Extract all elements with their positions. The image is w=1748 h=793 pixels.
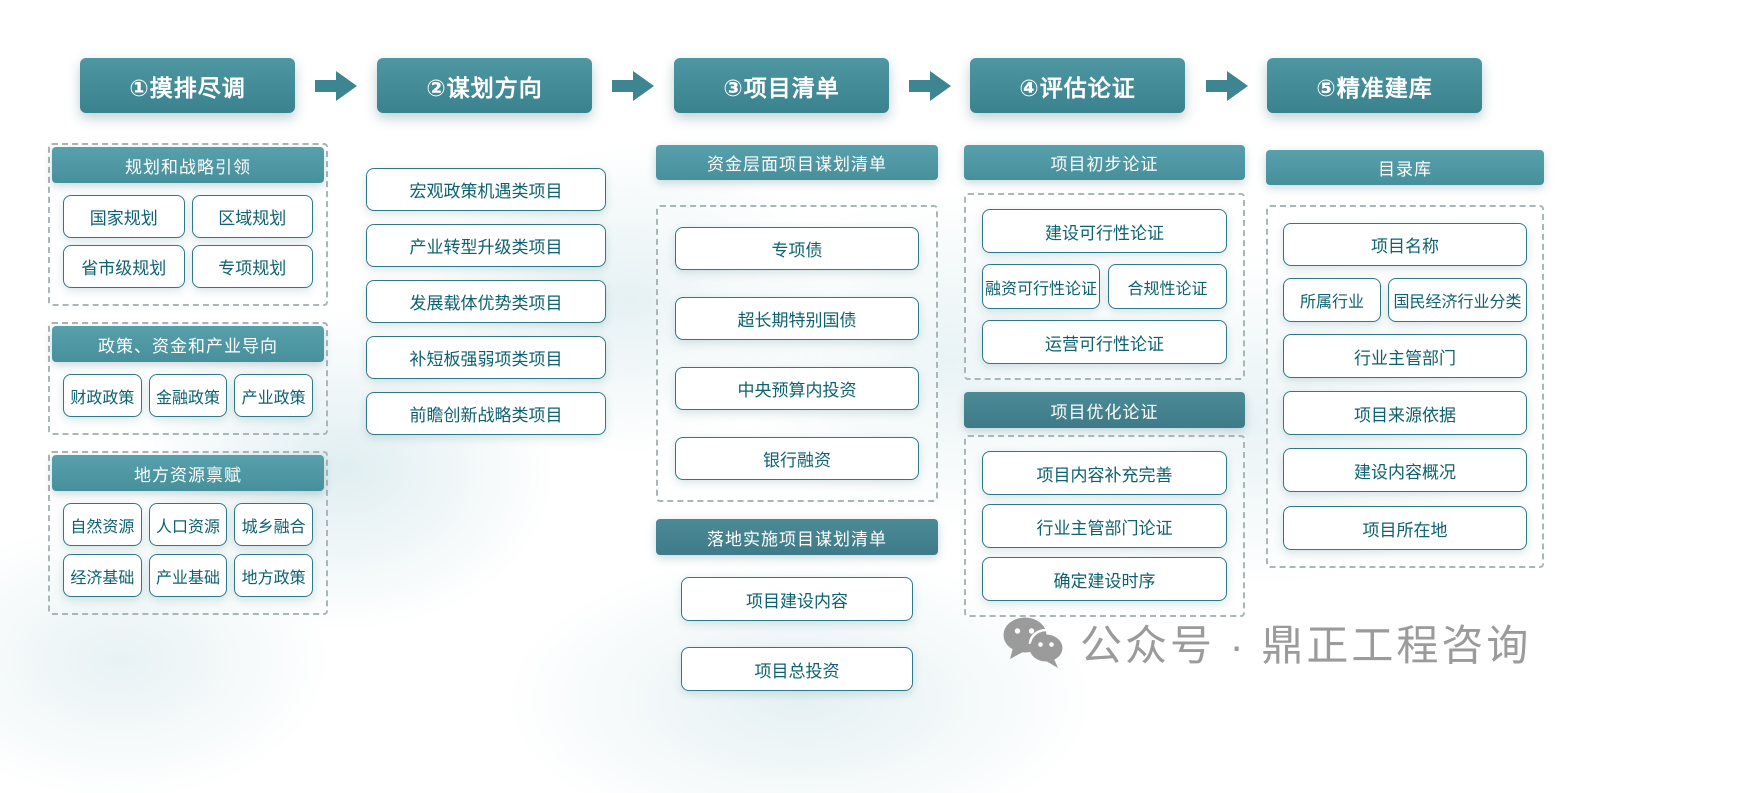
item-box: 前瞻创新战略类项目 (366, 392, 606, 435)
arrow-right-icon (612, 71, 654, 101)
item-box: 经济基础 (63, 554, 142, 597)
step-2-button: ②谋划方向 (377, 58, 592, 113)
group-header-funding-list: 资金层面项目谋划清单 (656, 145, 938, 180)
item-box: 中央预算内投资 (675, 367, 919, 410)
group-header: 政策、资金和产业导向 (52, 326, 324, 362)
group-header-implementation-list: 落地实施项目谋划清单 (656, 519, 938, 555)
column-project-list: 资金层面项目谋划清单 专项债 超长期特别国债 中央预算内投资 银行融资 落地实施… (656, 145, 938, 691)
item-box: 项目所在地 (1283, 506, 1527, 550)
column-evaluation: 项目初步论证 建设可行性论证 融资可行性论证 合规性论证 运营可行性论证 项目优… (964, 145, 1245, 617)
item-box: 建设内容概况 (1283, 448, 1527, 492)
item-box: 项目内容补充完善 (982, 451, 1227, 495)
item-box: 产业转型升级类项目 (366, 224, 606, 267)
item-box: 人口资源 (148, 503, 228, 546)
arrow-right-icon (1206, 71, 1248, 101)
item-box: 超长期特别国债 (675, 297, 919, 340)
step-5-button: ⑤精准建库 (1267, 58, 1482, 113)
arrow-right-icon (315, 71, 357, 101)
optimization-review-container: 项目内容补充完善 行业主管部门论证 确定建设时序 (964, 435, 1245, 617)
item-box: 项目来源依据 (1283, 391, 1527, 435)
group-header-catalog: 目录库 (1266, 150, 1544, 185)
wechat-icon (1003, 617, 1063, 668)
item-box: 国民经济行业分类 (1388, 278, 1527, 322)
item-box: 产业政策 (234, 374, 313, 417)
item-box: 融资可行性论证 (982, 264, 1100, 309)
item-box: 财政政策 (63, 374, 142, 417)
group-header-initial-review: 项目初步论证 (964, 145, 1245, 180)
item-box: 专项规划 (191, 245, 313, 288)
watermark-text: 公众号 · 鼎正工程咨询 (1080, 622, 1532, 669)
funding-list-container: 专项债 超长期特别国债 中央预算内投资 银行融资 (656, 205, 938, 502)
item-box: 补短板强弱项类项目 (366, 336, 606, 379)
group-header: 地方资源禀赋 (52, 455, 324, 491)
item-box: 区域规划 (191, 195, 313, 238)
group-policy-funding: 政策、资金和产业导向 财政政策 金融政策 产业政策 (48, 322, 328, 435)
item-box: 省市级规划 (63, 245, 185, 288)
item-box: 运营可行性论证 (982, 320, 1227, 364)
group-header: 规划和战略引领 (52, 147, 324, 183)
item-box: 国家规划 (63, 195, 185, 238)
item-box: 确定建设时序 (982, 557, 1227, 601)
item-box: 项目建设内容 (681, 577, 913, 621)
column-direction: 宏观政策机遇类项目 产业转型升级类项目 发展载体优势类项目 补短板强弱项类项目 … (366, 168, 606, 435)
group-planning-strategy: 规划和战略引领 国家规划 区域规划 省市级规划 专项规划 (48, 143, 328, 306)
item-box: 金融政策 (148, 374, 228, 417)
step-3-button: ③项目清单 (674, 58, 889, 113)
initial-review-container: 建设可行性论证 融资可行性论证 合规性论证 运营可行性论证 (964, 193, 1245, 380)
item-box: 专项债 (675, 227, 919, 270)
watermark: 公众号 · 鼎正工程咨询 (1002, 612, 1531, 673)
group-header-optimization-review: 项目优化论证 (964, 392, 1245, 428)
item-box: 项目总投资 (681, 647, 913, 691)
group-local-resources: 地方资源禀赋 自然资源 人口资源 城乡融合 经济基础 产业基础 地方政策 (48, 451, 328, 615)
arrow-right-icon (909, 71, 951, 101)
item-box: 产业基础 (148, 554, 228, 597)
item-box: 银行融资 (675, 437, 919, 480)
column-database: 目录库 项目名称 所属行业 国民经济行业分类 行业主管部门 项目来源依据 建设内… (1266, 150, 1544, 568)
item-box: 宏观政策机遇类项目 (366, 168, 606, 211)
item-box: 地方政策 (234, 554, 313, 597)
item-box: 建设可行性论证 (982, 209, 1227, 253)
step-1-button: ①摸排尽调 (80, 58, 295, 113)
step-4-button: ④评估论证 (970, 58, 1185, 113)
item-box: 发展载体优势类项目 (366, 280, 606, 323)
item-box: 城乡融合 (234, 503, 313, 546)
column-survey: 规划和战略引领 国家规划 区域规划 省市级规划 专项规划 政策、资金和产业导向 … (48, 143, 328, 615)
catalog-container: 项目名称 所属行业 国民经济行业分类 行业主管部门 项目来源依据 建设内容概况 … (1266, 205, 1544, 568)
item-box: 自然资源 (63, 503, 142, 546)
item-box: 项目名称 (1283, 223, 1527, 266)
item-box: 行业主管部门论证 (982, 504, 1227, 548)
item-box: 所属行业 (1283, 278, 1381, 322)
item-box: 行业主管部门 (1283, 334, 1527, 378)
item-box: 合规性论证 (1108, 264, 1227, 309)
